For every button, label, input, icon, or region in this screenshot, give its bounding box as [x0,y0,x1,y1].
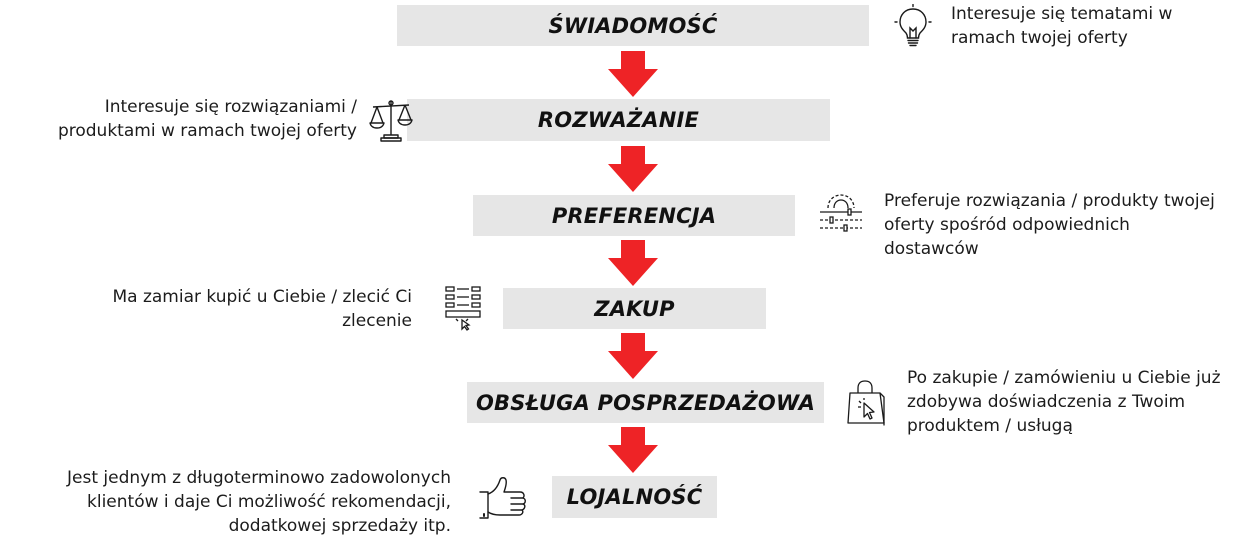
stage-consideration: ROZWAŻANIE [407,99,830,141]
lightbulb-icon [893,4,933,48]
description-loyalty: Jest jednym z długoterminowo zadowolonyc… [67,466,451,538]
stage-label: LOJALNOŚĆ [566,485,703,509]
arrow-down-icon [608,240,658,286]
stage-after-sales: OBSŁUGA POSPRZEDAŻOWA [467,382,824,423]
description-line: klientów i daje Ci możliwość rekomendacj… [87,492,451,512]
description-awareness: Interesuje się tematami w ramach twojej … [951,2,1172,50]
stage-label: PREFERENCJA [551,203,717,228]
description-line: Interesuje się tematami w [951,4,1173,24]
arrow-down-icon [608,427,658,473]
description-line: Interesuje się rozwiązaniami / [104,97,357,117]
settings-sliders-icon [818,190,864,236]
stage-label: ROZWAŻANIE [537,108,700,132]
stage-purchase: ZAKUP [503,288,766,329]
arrow-down-icon [608,51,658,97]
stage-label: ŚWIADOMOŚĆ [548,13,718,38]
order-form-icon [444,285,482,331]
description-consideration: Interesuje się rozwiązaniami / produktam… [58,95,357,143]
shopping-bag-cursor-icon [846,379,888,427]
arrow-down-icon [608,146,658,192]
description-line: produktami w ramach twojej oferty [57,121,357,141]
description-after-sales: Po zakupie / zamówieniu u Ciebie już zdo… [907,366,1221,438]
stage-label: OBSŁUGA POSPRZEDAŻOWA [475,390,816,415]
stage-loyalty: LOJALNOŚĆ [552,476,717,518]
arrow-down-icon [608,333,658,379]
stage-label: ZAKUP [594,296,675,321]
description-line: Po zakupie / zamówieniu u Ciebie już [907,368,1221,388]
scales-icon [367,97,415,143]
description-line: produktem / usługą [907,416,1073,436]
stage-awareness: ŚWIADOMOŚĆ [397,5,869,46]
thumbs-up-icon [478,474,530,520]
description-line: ramach twojej oferty [951,28,1128,48]
description-line: Jest jednym z długoterminowo zadowolonyc… [67,468,451,488]
description-line: zlecenie [342,311,412,331]
description-line: dodatkowej sprzedaży itp. [228,516,451,536]
description-preference: Preferuje rozwiązania / produkty twojej … [884,189,1215,261]
description-line: oferty spośród odpowiednich [884,215,1130,235]
description-line: dostawców [884,239,979,259]
description-line: Ma zamiar kupić u Ciebie / zlecić Ci [112,287,412,307]
description-line: zdobywa doświadczenia z Twoim [907,392,1186,412]
stage-preference: PREFERENCJA [473,195,795,236]
description-purchase: Ma zamiar kupić u Ciebie / zlecić Ci zle… [112,285,412,333]
description-line: Preferuje rozwiązania / produkty twojej [884,191,1215,211]
